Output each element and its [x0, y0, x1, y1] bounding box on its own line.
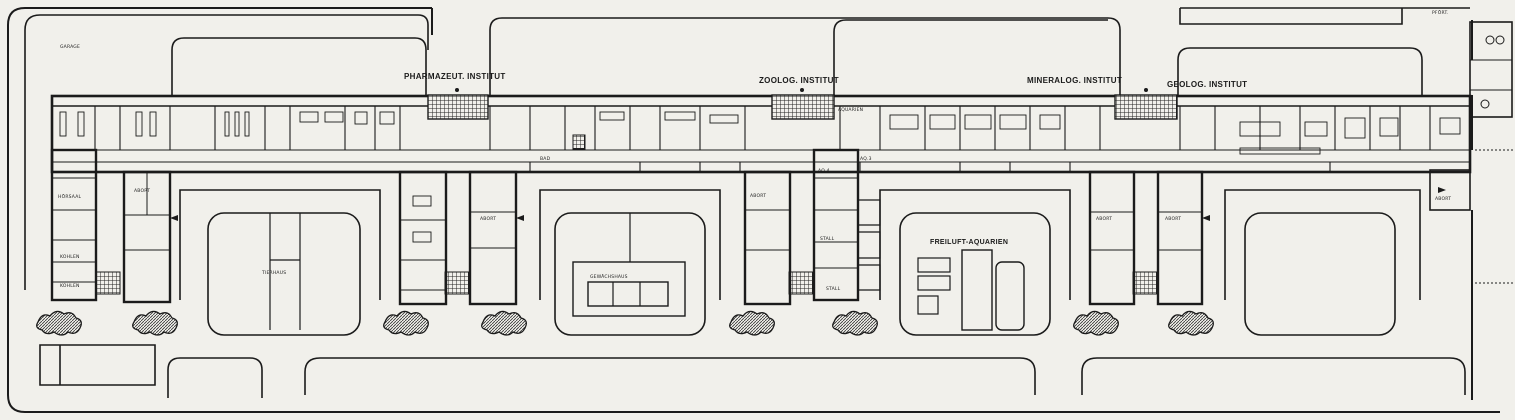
label-geolog-institut: GEOLOG. INSTITUT — [1167, 80, 1248, 89]
label-tierhaus: TIERHAUS — [262, 271, 287, 276]
label-stall-1: STALL — [820, 237, 835, 242]
label-abort-6: ABORT — [1435, 197, 1452, 202]
label-stall-2: STALL — [826, 287, 841, 292]
label-aq3: AQ.3 — [860, 157, 872, 162]
label-pfoerter: PFÖRT. — [1432, 11, 1449, 16]
label-kohlen-1: KOHLEN — [60, 255, 80, 260]
label-aq4: AQ.4 — [818, 169, 830, 174]
entrance-markers — [455, 88, 1148, 92]
label-hoersaal: HÖRSAAL — [58, 195, 82, 200]
bushes — [36, 310, 1214, 336]
door-arrows — [170, 187, 1446, 221]
stair-blocks — [95, 94, 1178, 295]
label-mineralog-institut: MINERALOG. INSTITUT — [1027, 76, 1123, 85]
label-freiluft-aquarien: FREILUFT-AQUARIEN — [930, 239, 1009, 246]
label-gewaechshaus: GEWÄCHSHAUS — [590, 275, 628, 280]
site-roads — [24, 7, 1470, 398]
main-wing-partitions — [94, 106, 1431, 172]
label-bad: BAD — [540, 157, 551, 162]
label-pharmazeut-institut: PHARMAZEUT. INSTITUT — [404, 72, 506, 81]
label-abort-2: ABORT — [480, 217, 497, 222]
lab-benches — [59, 111, 1461, 155]
label-abort-1: ABORT — [134, 189, 151, 194]
leader-lines — [1475, 149, 1515, 284]
label-abort-4: ABORT — [1096, 217, 1113, 222]
label-kohlen-2: KOHLEN — [60, 284, 80, 289]
vertical-wings — [50, 21, 1513, 400]
label-abort-3: ABORT — [750, 194, 767, 199]
label-abort-5: ABORT — [1165, 217, 1182, 222]
label-zoolog-institut: ZOOLOG. INSTITUT — [759, 76, 839, 85]
label-aquarien: AQUARIEN — [838, 108, 864, 113]
label-garage: GARAGE — [60, 45, 81, 50]
courtyards — [179, 189, 1421, 336]
